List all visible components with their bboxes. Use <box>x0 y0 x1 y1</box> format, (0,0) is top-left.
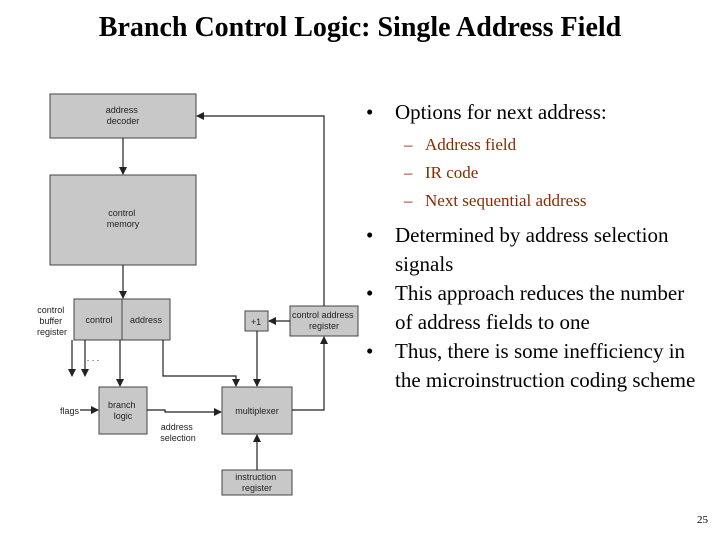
branch-logic-box <box>98 386 148 435</box>
address-decoder-box <box>49 93 197 139</box>
control-memory-label: control memory <box>107 208 140 229</box>
incrementer-label: +1 <box>251 317 261 327</box>
bullet-dot: • <box>366 339 374 363</box>
connection-arrows <box>68 112 328 470</box>
branch-logic-label: branch logic <box>108 400 138 421</box>
bullet-item: • Thus, there is some inefficiency in th… <box>366 337 706 395</box>
bullet-item: • Options for next address: <box>366 98 706 127</box>
instruction-register-box <box>221 469 293 496</box>
ellipsis-label: . . . <box>87 353 100 363</box>
bullet-item: • This approach reduces the number of ad… <box>366 279 706 337</box>
car-label: control address register <box>292 310 356 331</box>
address-decoder-label: address decoder <box>106 105 141 126</box>
sub-bullet-text: Address field <box>425 135 517 154</box>
cbr-control-field: control <box>85 315 112 325</box>
slide-title: Branch Control Logic: Single Address Fie… <box>98 12 622 43</box>
bullet-item: • Determined by address selection signal… <box>366 221 706 279</box>
sub-bullet-item: –Next sequential address <box>404 191 587 210</box>
cbr-side-label: control buffer register <box>37 305 67 337</box>
multiplexer-label: multiplexer <box>235 406 279 416</box>
flags-label: flags <box>60 406 80 416</box>
cbr-address-field: address <box>130 315 163 325</box>
sub-bullet-text: Next sequential address <box>425 191 587 210</box>
bullet-dot: • <box>366 223 374 247</box>
bullet-dot: • <box>366 281 374 305</box>
bullet-list: • Options for next address: –Address fie… <box>366 98 706 395</box>
bullet-dot: • <box>366 100 374 124</box>
control-memory-box <box>49 174 197 266</box>
control-address-register-box <box>289 305 359 337</box>
sub-bullet-item: –Address field <box>404 135 517 154</box>
sub-bullet-list: –Address field –IR code –Next sequential… <box>366 131 706 215</box>
bullet-text: Determined by address selection signals <box>395 223 669 276</box>
bullet-text: Thus, there is some inefficiency in the … <box>395 339 696 392</box>
bullet-text: Options for next address: <box>395 100 607 124</box>
multiplexer-box <box>221 386 293 435</box>
bullet-text: This approach reduces the number of addr… <box>395 281 685 334</box>
sub-bullet-item: –IR code <box>404 163 479 182</box>
address-selection-label: address selection <box>160 422 196 443</box>
instruction-register-label: instruction register <box>235 472 279 493</box>
page-number: 25 <box>697 514 708 526</box>
sub-bullet-text: IR code <box>425 163 479 182</box>
